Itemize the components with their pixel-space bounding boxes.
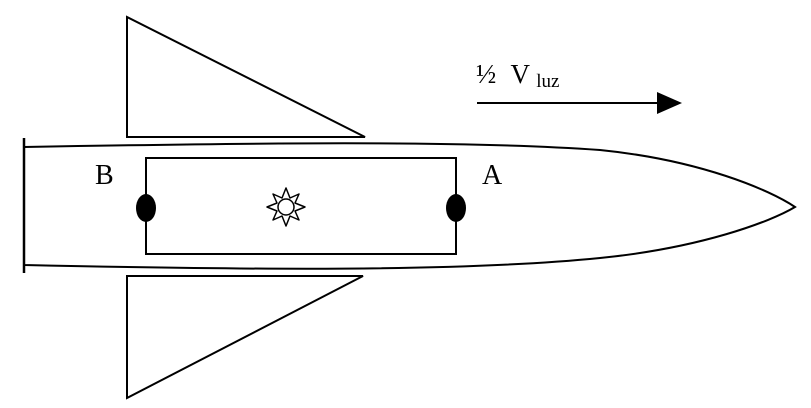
detector-b	[136, 194, 156, 222]
velocity-label: ½ V luz	[476, 59, 560, 92]
detector-a	[446, 194, 466, 222]
velocity-subscript: luz	[536, 71, 559, 92]
velocity-symbol: V	[511, 59, 531, 89]
light-source-icon	[266, 187, 306, 227]
upper-fin	[126, 15, 366, 138]
label-b: B	[95, 160, 114, 191]
label-a: A	[482, 160, 503, 191]
velocity-fraction: ½	[476, 59, 496, 89]
lower-fin	[126, 275, 364, 400]
arrow-right-icon	[477, 92, 682, 114]
